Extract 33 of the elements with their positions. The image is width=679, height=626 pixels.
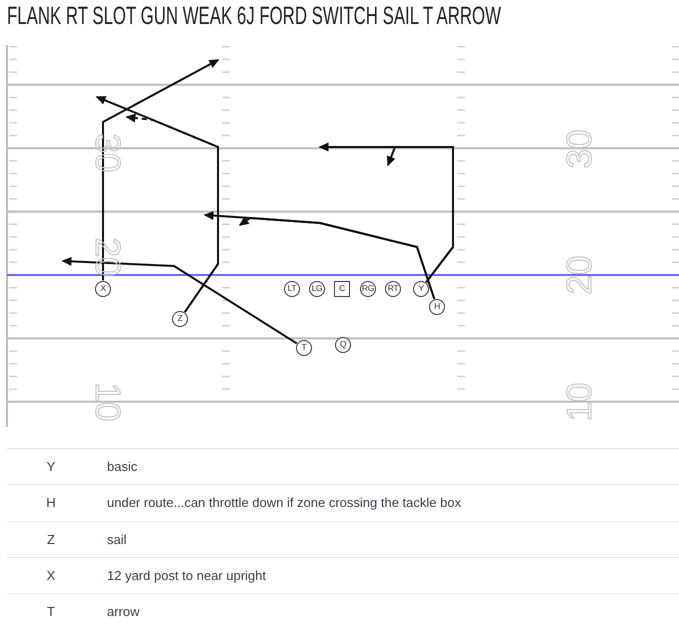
yard-number: 30 [94,134,120,172]
player-letter: H [46,495,56,510]
route-arrow [62,256,298,344]
yard-number: 10 [94,382,120,422]
yard-number: 20 [567,256,593,294]
player-circle: H [429,299,445,315]
yard-number: 10 [567,382,593,422]
player-circle: T [296,340,312,356]
player-letter: Z [47,532,55,546]
player-square: C [334,281,350,297]
route-description: basic [107,459,138,474]
player-circle: LT [284,281,300,297]
player-letter: Y [46,459,56,474]
route-description: arrow [107,604,140,619]
player-letter: T [47,604,55,619]
route-arrow [238,216,436,300]
player-circle: RG [360,281,376,297]
route-description: under route...can throttle down if zone crossing the tackle box [107,495,462,510]
player-letter: X [46,568,56,583]
route-arrow [102,59,220,280]
route-description: 12 yard post to near upright [107,568,266,583]
play-title: FLANK RT SLOT GUN WEAK 6J FORD SWITCH SAIL T ARROW [7,1,501,31]
route-description: sail [107,532,127,546]
yard-number: 30 [567,130,593,168]
player-circle: LG [309,281,325,297]
route-arrow [96,96,219,313]
player-circle: RT [385,281,401,297]
player-circle: Y [413,281,429,297]
yard-number: 20 [94,238,120,276]
player-circle: X [95,281,111,297]
route-arrow [386,146,454,283]
player-circle: Z [172,311,188,327]
player-circle: Q [335,337,351,353]
